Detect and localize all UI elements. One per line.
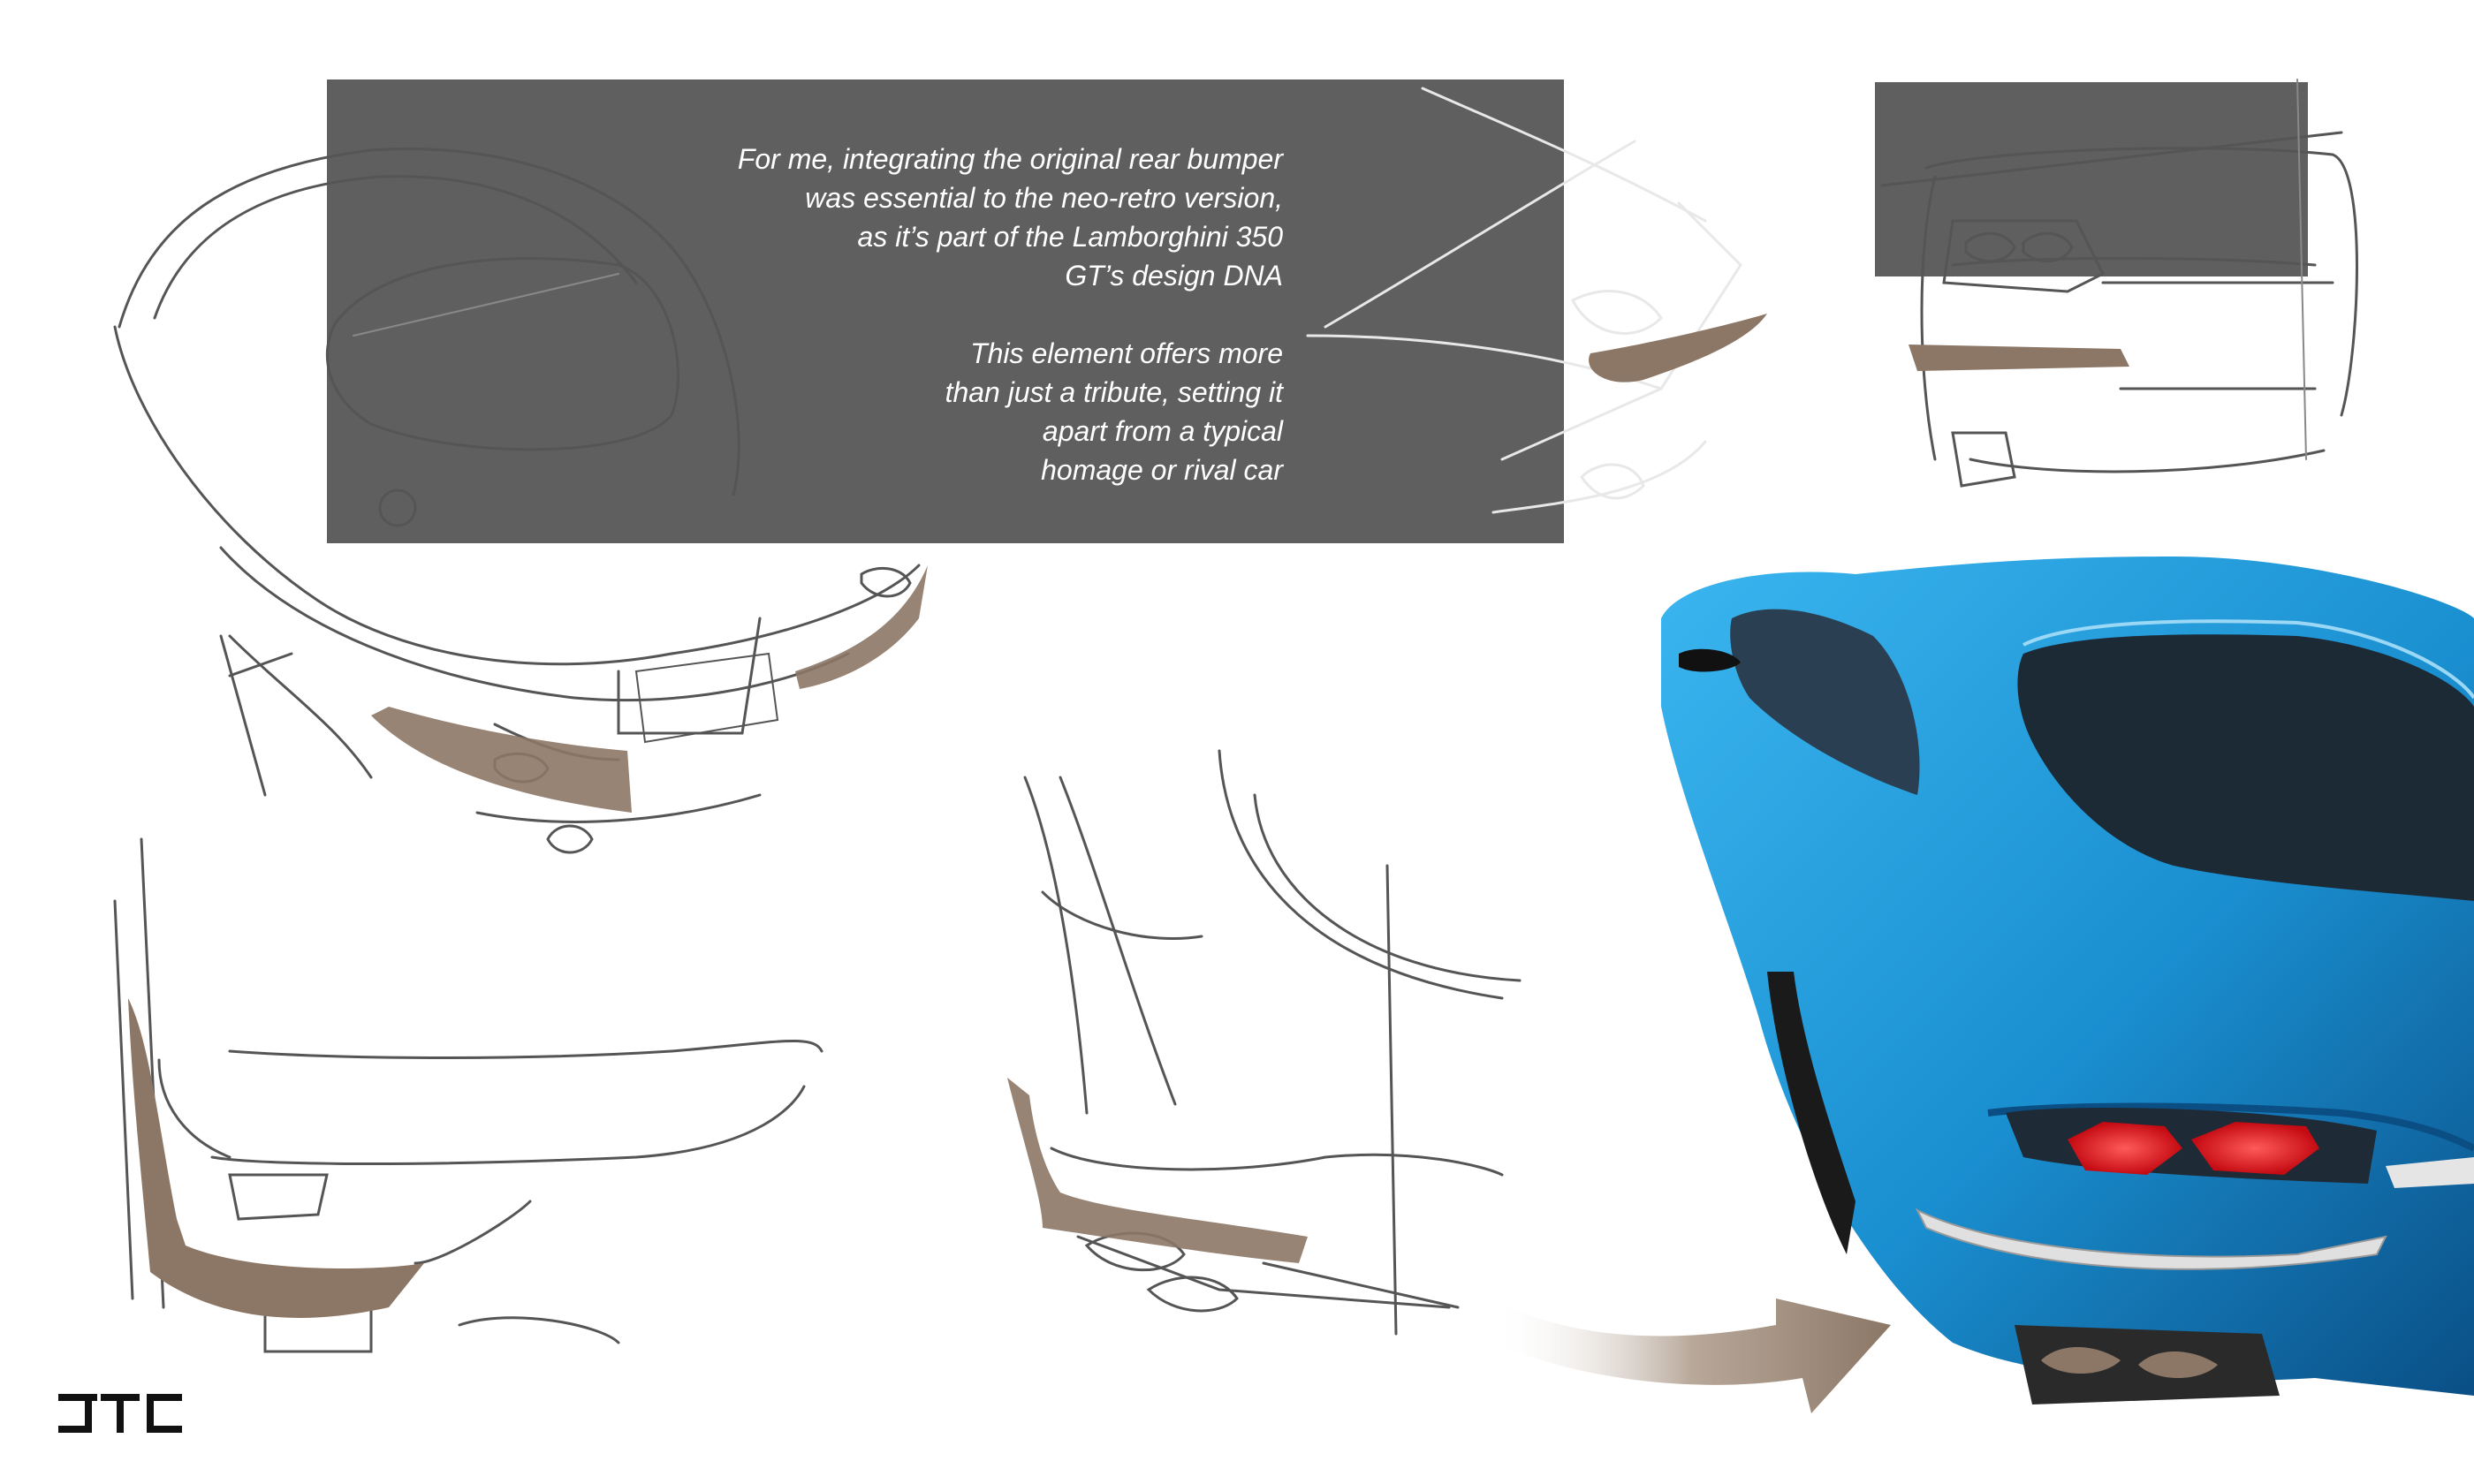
text-line: apart from a typical: [1042, 415, 1283, 447]
sketch-panel-rear: [1306, 87, 1742, 514]
bumper-highlight: [1589, 314, 1767, 382]
bumper-highlight: [128, 998, 424, 1318]
bumper-highlight: [371, 707, 632, 813]
sketch-bottom-left: [113, 837, 823, 1353]
text-line: GT’s design DNA: [1065, 260, 1283, 292]
bumper-highlight: [1007, 1078, 1308, 1263]
text-line: For me, integrating the original rear bu…: [737, 143, 1283, 175]
text-line: homage or rival car: [1041, 454, 1283, 486]
text-line: than just a tribute, setting it: [945, 376, 1283, 408]
text-line: This element offers more: [970, 337, 1283, 369]
design-text: For me, integrating the original rear bu…: [565, 140, 1283, 489]
sketch-bottom-middle: [1023, 749, 1522, 1336]
bumper-highlight: [1909, 344, 2129, 371]
jtc-logo: [58, 1394, 182, 1433]
car-render: [1661, 556, 2474, 1404]
sketch-top-right: [1880, 79, 2358, 488]
arrow-shape: [1493, 1298, 1891, 1413]
text-line: was essential to the neo-retro version,: [805, 182, 1283, 214]
text-line: as it’s part of the Lamborghini 350: [857, 221, 1283, 253]
bumper-highlight: [795, 565, 928, 689]
text-background-panel: [327, 80, 1564, 543]
paragraph-gap: [565, 295, 1283, 334]
